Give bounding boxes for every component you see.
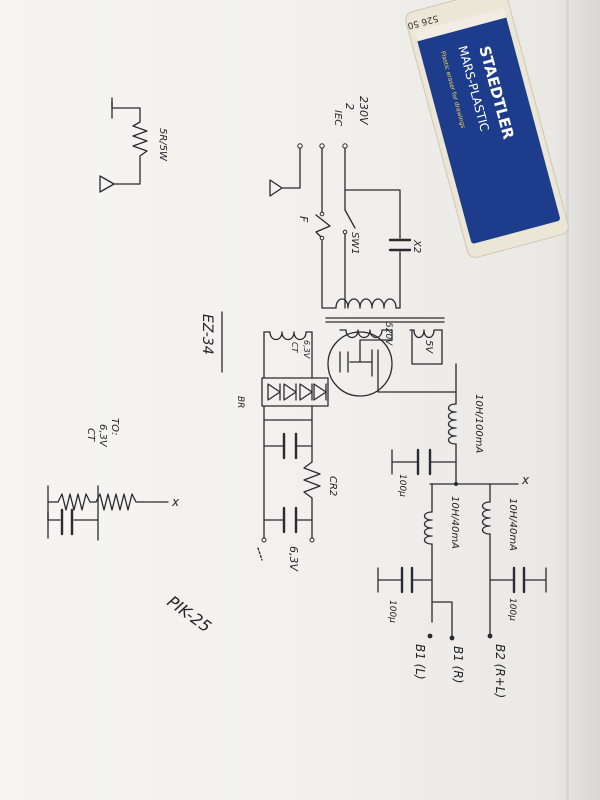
label-cap1: 100µ: [397, 474, 407, 497]
x-mark-left: x: [171, 495, 180, 509]
eraser-sleeve: [417, 14, 560, 244]
terminal-b1r: [449, 635, 455, 641]
label-mains-freq: 2: [343, 103, 356, 110]
tube-envelope: [327, 331, 393, 397]
label-to-voltage: 6,3V: [97, 424, 108, 448]
label-520v: 520V: [383, 322, 393, 346]
label-br: BR: [235, 396, 245, 408]
label-sw1: SW1: [349, 232, 360, 255]
label-choke3: 10H/40mA: [507, 498, 518, 551]
label-230v: 230V: [357, 96, 370, 126]
label-cap3: 100µ: [507, 598, 517, 621]
heater-out-minus: [261, 537, 267, 543]
rectifier-tube: EZ-34: [199, 311, 457, 397]
transformer-secondaries: 6,3V CT 520V 5V: [263, 322, 443, 365]
page-fold: [566, 0, 569, 800]
label-heater-out: 6,3V: [287, 546, 300, 572]
hv-branch-b2: 10H/40mA 100µ B2 (R+L): [481, 483, 547, 698]
mains-input: 230V 2 IEC F SW1 X2: [269, 96, 422, 309]
label-choke1: 10H/100mA: [473, 394, 484, 453]
label-5v: 5V: [423, 340, 434, 354]
hv-filter-stage-1: 10H/100mA 100µ x: [391, 363, 530, 497]
label-ez34: EZ-34: [199, 314, 215, 355]
label-b2: B2 (R+L): [493, 644, 507, 698]
label-x2: X2: [411, 239, 422, 253]
heater-out-plus: [309, 537, 315, 543]
label-choke2: 10H/40mA: [449, 496, 460, 549]
ct-network: TO: 6,3V CT x: [47, 418, 180, 541]
transformer-primary: [325, 298, 445, 323]
label-b1l: B1 (L): [413, 644, 427, 680]
label-fuse: F: [297, 216, 310, 223]
schematic-title: PIK-25: [164, 592, 215, 636]
terminal-b1l: [427, 633, 433, 639]
label-heater-winding: 6,3V: [302, 340, 311, 359]
resistor-5r-block: 5R/5W: [99, 97, 168, 193]
heater-filter: CR2 6,3V: [257, 419, 338, 572]
label-cr2: CR2: [327, 476, 338, 496]
label-ct: CT: [290, 342, 299, 354]
label-to: TO:: [109, 418, 120, 436]
label-b1r: B1 (R): [451, 646, 465, 683]
eraser: STAEDTLER MARS-PLASTIC Plastic eraser fo…: [405, 0, 569, 258]
terminal-b2: [487, 633, 493, 639]
label-cap2: 100µ: [387, 600, 397, 623]
x-mark-right: x: [521, 473, 530, 487]
label-to-ct: CT: [85, 428, 96, 442]
bridge-rectifier: BR: [235, 347, 329, 421]
hv-branch-b1: 10H/40mA 100µ B1 (R) B1 (L): [377, 483, 465, 683]
label-5r5w: 5R/5W: [157, 128, 168, 162]
label-iec: IEC: [332, 110, 343, 126]
